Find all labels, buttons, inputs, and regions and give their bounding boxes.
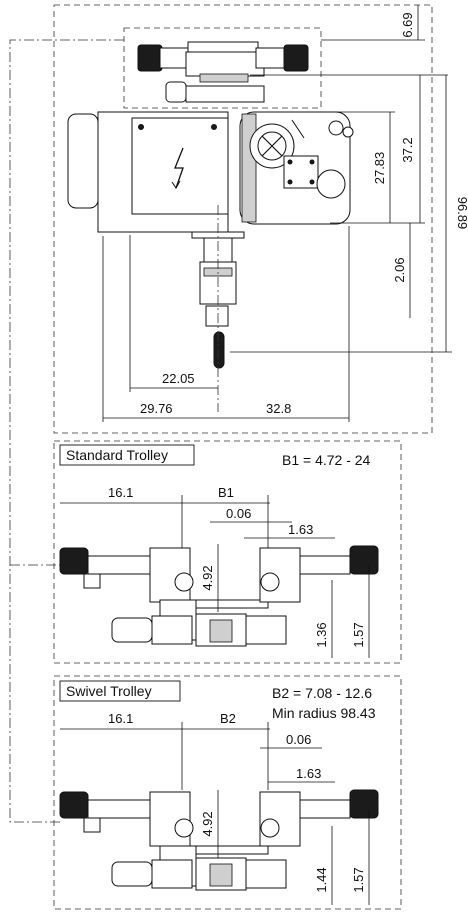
std-dim-flange-width: 1.63 [288,522,313,537]
standard-trolley-panel: Standard Trolley B1 = 4.72 - 24 16.1 B1 … [53,440,402,664]
top-view-frame [53,4,433,434]
std-dim-left-width: 16.1 [108,485,133,500]
std-dim-center: B1 [218,485,234,500]
dim-left-total: 29.76 [140,401,173,416]
dim-block-height: 27.83 [372,152,387,185]
swivel-trolley-frame [53,675,402,910]
standard-trolley-title-box [59,444,195,466]
swv-dim-small-offset: 0.06 [286,732,311,747]
trolley-top-assembly [137,41,309,103]
std-dim-lower-b: 1.57 [351,622,366,647]
swv-dim-lower-a: 1.44 [314,867,329,892]
dim-total-height: 96.89 [455,197,468,230]
hoist-gearbox [239,111,354,225]
swivel-trolley-title: Swivel Trolley [66,683,152,699]
standard-trolley-title: Standard Trolley [66,447,168,463]
electrical-hazard-icon [174,147,184,189]
swv-dim-left-width: 16.1 [108,711,133,726]
swv-dim-flange-width: 1.63 [296,766,321,781]
standard-trolley-assembly [59,545,379,647]
swivel-trolley-assembly [59,789,379,891]
std-dim-small-offset: 0.06 [226,506,251,521]
swivel-trolley-title-box [59,680,181,702]
std-dim-wheel-height: 4.92 [200,565,215,590]
swv-dim-lower-b: 1.57 [351,867,366,892]
dim-left-inner: 22.05 [162,371,195,386]
dim-lower-offset: 2.06 [392,257,407,282]
swivel-trolley-radius: Min radius 98.43 [272,705,376,721]
swv-dim-center: B2 [220,711,236,726]
connection-line [9,39,124,823]
standard-trolley-range: B1 = 4.72 - 24 [282,452,371,468]
dim-overall-height: 37.2 [400,137,415,162]
swivel-trolley-panel: Swivel Trolley B2 = 7.08 - 12.6 Min radi… [53,675,402,910]
control-box [67,111,229,233]
swivel-trolley-range: B2 = 7.08 - 12.6 [272,685,372,701]
swv-dim-wheel-height: 4.92 [200,811,215,836]
trolley-frame-top [123,27,322,109]
standard-trolley-frame [53,440,402,664]
std-dim-lower-a: 1.36 [314,622,329,647]
top-view: 22.05 29.76 32.8 6.69 27.83 37.2 2.06 96… [53,4,468,434]
dim-top-right: 6.69 [400,12,415,37]
dim-right-total: 32.8 [266,401,291,416]
